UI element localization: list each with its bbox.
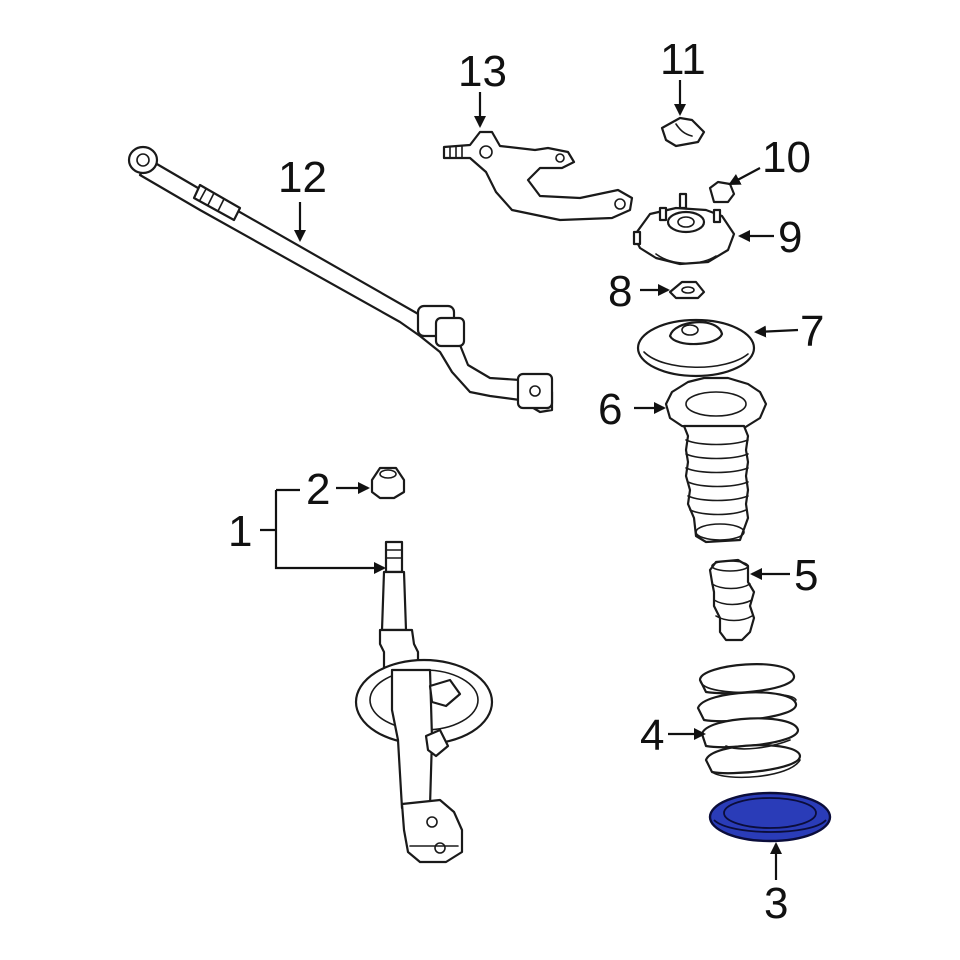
callout-11: 11 bbox=[660, 35, 706, 84]
callout-1: 1 bbox=[228, 507, 252, 556]
callout-9: 9 bbox=[778, 213, 802, 262]
strut-assembly bbox=[354, 540, 494, 864]
strut-mount bbox=[632, 192, 736, 266]
callout-12: 12 bbox=[278, 153, 327, 202]
washer-small bbox=[668, 280, 706, 300]
coil-spring bbox=[696, 663, 802, 779]
control-arm bbox=[442, 130, 634, 222]
callout-10: 10 bbox=[762, 133, 811, 182]
lower-spring-insulator bbox=[708, 791, 832, 843]
stabilizer-bar bbox=[127, 145, 554, 414]
bumper-boot bbox=[664, 376, 768, 544]
callout-6: 6 bbox=[598, 385, 622, 434]
upper-spring-seat bbox=[636, 318, 756, 378]
leader-10 bbox=[728, 167, 761, 185]
bump-stop bbox=[708, 558, 756, 642]
callout-7: 7 bbox=[800, 307, 824, 356]
callout-8: 8 bbox=[608, 267, 632, 316]
leader-lines bbox=[260, 80, 799, 880]
callout-3: 3 bbox=[764, 879, 788, 928]
nut-small bbox=[708, 180, 736, 204]
callout-2: 2 bbox=[306, 465, 330, 514]
callout-labels: 13 11 10 12 9 8 7 6 2 1 5 4 3 bbox=[228, 35, 824, 928]
callout-13: 13 bbox=[458, 47, 507, 96]
nut-large bbox=[370, 466, 406, 500]
cap bbox=[660, 116, 706, 148]
leader-1 bbox=[260, 488, 384, 568]
leader-7 bbox=[754, 325, 799, 338]
callout-5: 5 bbox=[794, 551, 818, 600]
callout-4: 4 bbox=[640, 711, 664, 760]
